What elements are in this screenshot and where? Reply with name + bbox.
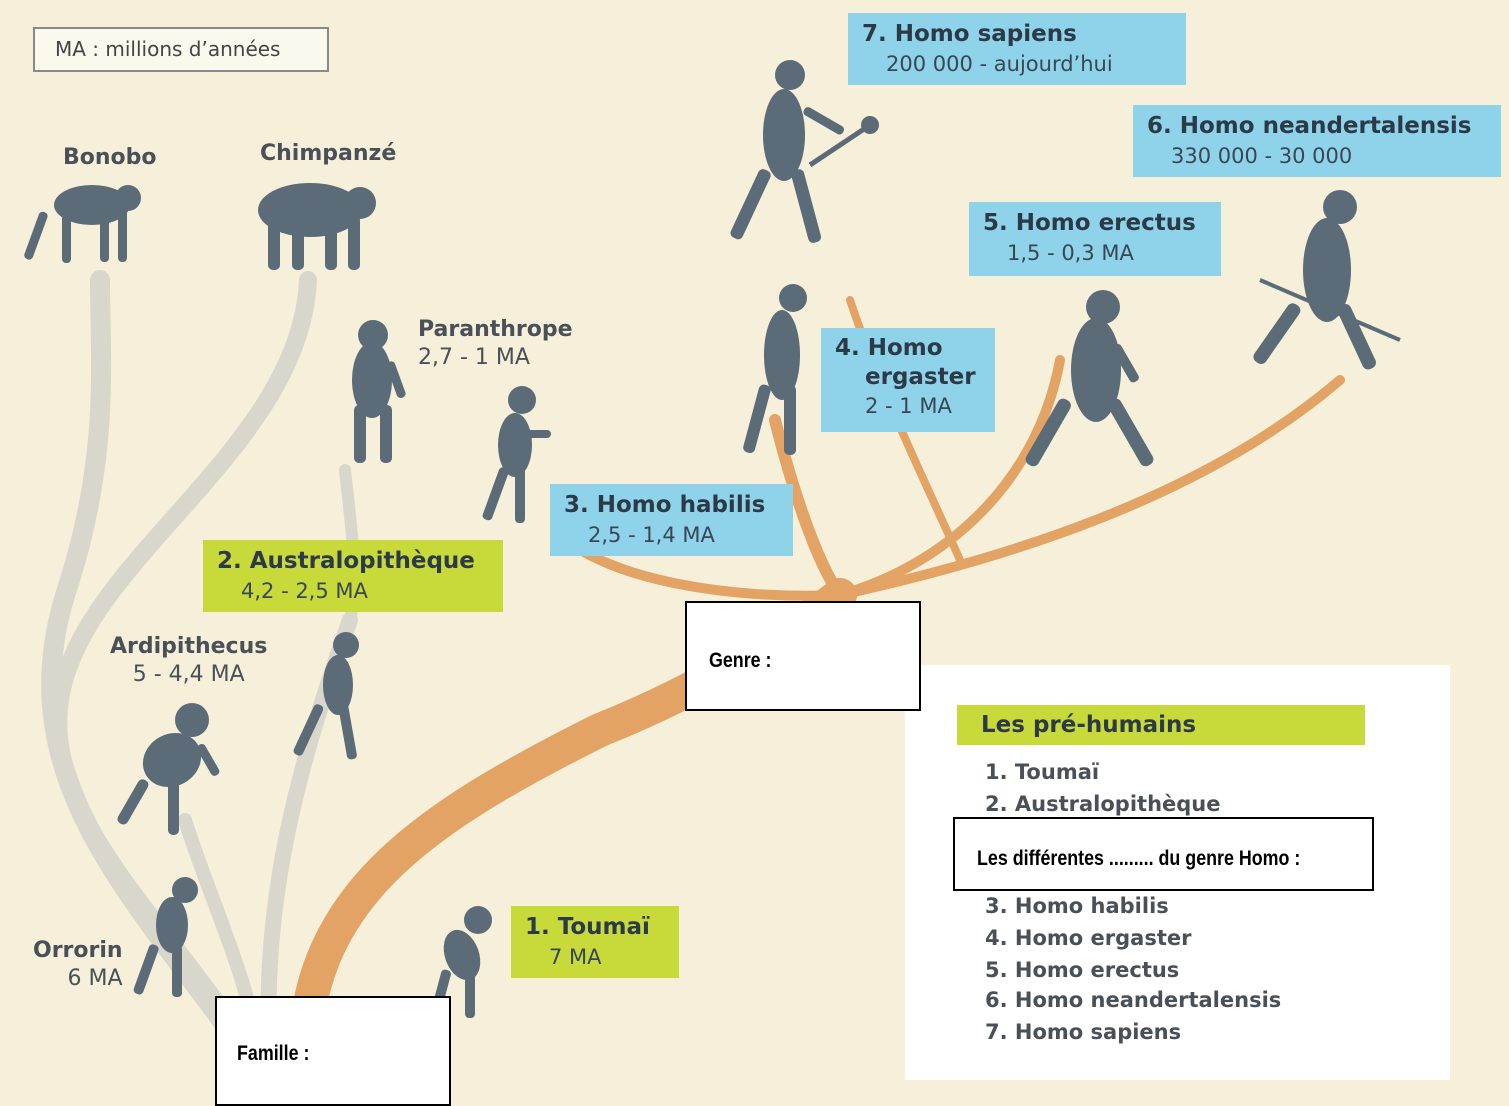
label-paranthrope: Paranthrope 2,7 - 1 MA [418,316,573,372]
box-homo-sapiens: 7. Homo sapiens 200 000 - aujourd’hui [848,13,1186,85]
legend-item-homo-sapiens: 7. Homo sapiens [985,1020,1182,1044]
box-homo-ergaster: 4. Homo ergaster 2 - 1 MA [821,328,995,432]
toumai-dates: 7 MA [549,945,602,969]
legend-item-homo-erectus: 5. Homo erectus [985,958,1180,982]
blank-genre[interactable]: Genre : [685,601,921,711]
blank-famille-label: Famille : [237,1042,310,1065]
orrorin-silhouette [133,877,198,997]
homo-neandertalensis-silhouette [1253,190,1401,370]
homo-neandertalensis-dates: 330 000 - 30 000 [1171,144,1353,168]
ardipithecus-dates: 5 - 4,4 MA [132,662,245,687]
legend-item-toumai: 1. Toumaï [985,760,1100,784]
bonobo-silhouette [24,185,141,263]
paranthrope-silhouette [352,320,406,463]
box-homo-habilis: 3. Homo habilis 2,5 - 1,4 MA [550,484,793,556]
box-australopitheque: 2. Australopithèque 4,2 - 2,5 MA [203,540,503,612]
branch-homo-erectus [835,355,1065,600]
ardipithecus-silhouette [117,703,220,835]
box-homo-erectus: 5. Homo erectus 1,5 - 0,3 MA [969,202,1221,276]
toumai-title: 1. Toumaï [525,914,650,940]
homo-habilis-title: 3. Homo habilis [564,492,766,518]
homo-sapiens-silhouette [730,60,879,243]
legend-item-homo-neandertalensis: 6. Homo neandertalensis [985,988,1282,1012]
legend-item-homo-habilis: 3. Homo habilis [985,894,1169,918]
homo-habilis-dates: 2,5 - 1,4 MA [588,523,715,547]
small-hominin-silhouette [482,386,551,523]
legend-item-homo-ergaster: 4. Homo ergaster [985,926,1192,950]
homo-ergaster-dates: 2 - 1 MA [865,394,952,418]
box-toumai: 1. Toumaï 7 MA [511,906,679,978]
branch-homo-late [835,375,1345,600]
chimpanze-silhouette [258,183,376,270]
label-orrorin: Orrorin 6 MA [33,937,123,993]
homo-neandertalensis-title: 6. Homo neandertalensis [1147,113,1472,139]
legend-item-australopitheque: 2. Australopithèque [985,792,1221,816]
blank-famille[interactable]: Famille : [215,996,451,1106]
paranthrope-name: Paranthrope [418,317,573,342]
homo-ergaster-title-2: ergaster [865,364,976,390]
homo-erectus-title: 5. Homo erectus [983,210,1196,236]
label-chimpanze: Chimpanzé [260,141,397,166]
australopitheque-title: 2. Australopithèque [217,548,475,574]
homo-sapiens-title: 7. Homo sapiens [862,21,1077,47]
paranthrope-dates: 2,7 - 1 MA [418,345,530,370]
homo-erectus-dates: 1,5 - 0,3 MA [1007,241,1134,265]
abbreviation-note: MA : millions d’années [33,27,329,72]
australopitheque-dates: 4,2 - 2,5 MA [241,579,368,603]
homo-sapiens-dates: 200 000 - aujourd’hui [886,52,1113,76]
homo-ergaster-silhouette [743,284,807,455]
branch-homo-ergaster [769,414,846,601]
australopitheque-silhouette [293,632,359,760]
homo-ergaster-title-1: 4. Homo [835,335,943,361]
blank-genre-label: Genre : [709,649,772,672]
blank-especes-label: Les différentes ......... du genre Homo … [977,847,1301,870]
homo-erectus-silhouette [1025,290,1154,467]
ardipithecus-name: Ardipithecus [110,634,268,659]
orrorin-name: Orrorin [33,938,123,963]
legend-heading: Les pré-humains [957,705,1365,745]
label-bonobo: Bonobo [63,145,157,170]
orrorin-dates: 6 MA [67,966,123,991]
box-homo-neandertalensis: 6. Homo neandertalensis 330 000 - 30 000 [1133,105,1501,177]
blank-especes[interactable]: Les différentes ......... du genre Homo … [953,817,1374,891]
label-ardipithecus: Ardipithecus 5 - 4,4 MA [110,633,267,689]
